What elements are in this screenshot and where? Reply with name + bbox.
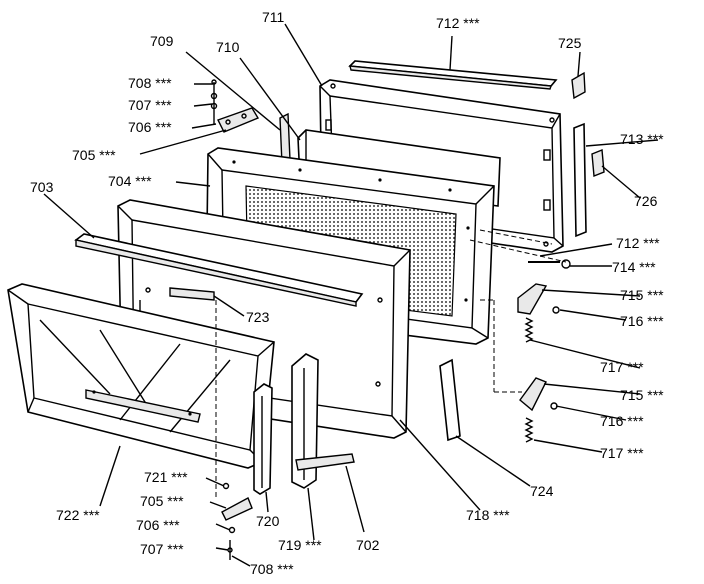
hinge-plate-top xyxy=(210,79,260,133)
label-717-top: 717 *** xyxy=(600,359,644,375)
label-702: 702 xyxy=(356,537,380,553)
label-705-top: 705 *** xyxy=(72,147,116,163)
leader-lines xyxy=(43,23,659,567)
latch-702 xyxy=(295,453,355,471)
top-trim-712 xyxy=(348,60,558,90)
spring-717-bottom xyxy=(524,417,534,443)
label-718: 718 *** xyxy=(466,507,510,523)
label-719: 719 *** xyxy=(278,537,322,553)
label-716-bottom: 716 *** xyxy=(600,413,644,429)
latch-lever-715-top xyxy=(517,283,548,315)
clip-726 xyxy=(591,149,605,177)
label-707-top: 707 *** xyxy=(128,97,172,113)
label-706-top: 706 *** xyxy=(128,119,172,135)
label-723: 723 xyxy=(246,309,270,325)
label-704: 704 *** xyxy=(108,173,152,189)
clip-723 xyxy=(169,287,215,301)
clip-725 xyxy=(571,71,586,100)
label-725: 725 xyxy=(558,35,582,51)
label-712-side: 712 *** xyxy=(616,235,660,251)
label-707-bottom: 707 *** xyxy=(140,541,184,557)
label-722: 722 *** xyxy=(56,507,100,523)
label-717-bottom: 717 *** xyxy=(600,445,644,461)
label-715-top: 715 *** xyxy=(620,287,664,303)
latch-lever-715-bottom xyxy=(519,377,547,412)
label-710: 710 xyxy=(216,39,240,55)
handle-720 xyxy=(253,383,273,495)
label-713: 713 *** xyxy=(620,131,664,147)
long-strip xyxy=(74,233,364,307)
label-724: 724 xyxy=(530,483,554,499)
label-703: 703 xyxy=(30,179,54,195)
label-712-top: 712 *** xyxy=(436,15,480,31)
label-716-top: 716 *** xyxy=(620,313,664,329)
label-714: 714 *** xyxy=(612,259,656,275)
label-715-bottom: 715 *** xyxy=(620,387,664,403)
part-labels: 711 712 *** 725 709 710 708 *** 707 *** … xyxy=(30,9,664,577)
label-708-top: 708 *** xyxy=(128,75,172,91)
label-709: 709 xyxy=(150,33,174,49)
hinge-plate-bottom xyxy=(221,482,253,560)
label-726: 726 xyxy=(634,193,658,209)
label-711: 711 xyxy=(262,9,285,25)
label-705-bottom: 705 *** xyxy=(140,493,184,509)
label-706-bottom: 706 *** xyxy=(136,517,180,533)
label-708-bottom: 708 *** xyxy=(250,561,294,577)
spring-717-top xyxy=(524,317,534,343)
assembly-lines xyxy=(215,229,567,498)
label-720: 720 xyxy=(256,513,280,529)
bar-724 xyxy=(439,358,461,442)
side-strip-713 xyxy=(573,122,587,238)
label-721: 721 *** xyxy=(144,469,188,485)
pin-714 xyxy=(528,259,571,269)
